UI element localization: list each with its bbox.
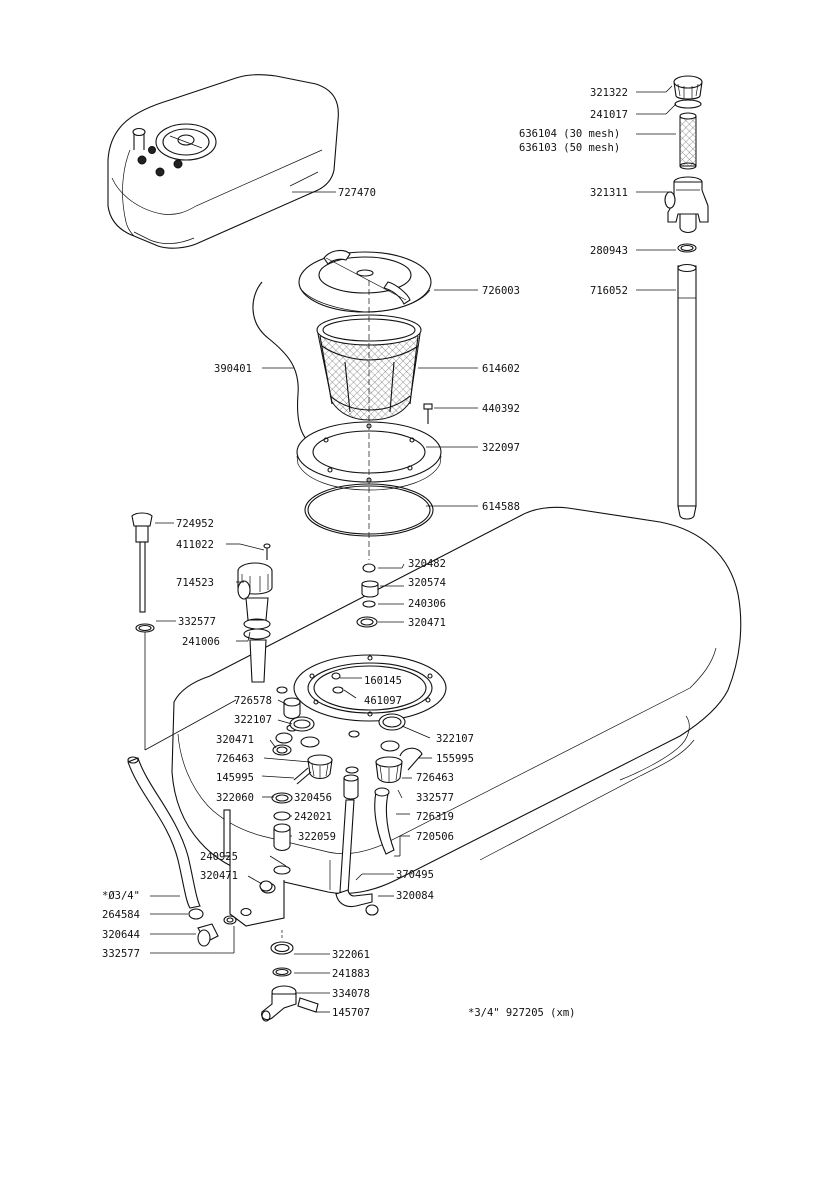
label-240925: 240925 xyxy=(200,851,238,863)
label-720506: 720506 xyxy=(416,831,454,843)
label-hose-diameter: *Ø3/4" xyxy=(102,890,140,902)
dipstick-drawing xyxy=(131,512,237,751)
label-320084: 320084 xyxy=(396,890,434,902)
label-322107-a: 322107 xyxy=(234,714,272,726)
label-332577-c: 332577 xyxy=(102,948,140,960)
label-241006: 241006 xyxy=(182,636,220,648)
label-240306: 240306 xyxy=(408,598,446,610)
part-labels: 727470 726003 390401 614602 440392 32209… xyxy=(102,87,628,1019)
left-port-fittings-drawing xyxy=(223,697,333,892)
filler-neck-drawing xyxy=(237,543,273,683)
label-614602: 614602 xyxy=(482,363,520,375)
label-726319: 726319 xyxy=(416,811,454,823)
label-322061: 322061 xyxy=(332,949,370,961)
footnote: *3/4" 927205 (xm) xyxy=(468,1007,575,1019)
right-port-fittings-drawing xyxy=(335,713,423,916)
label-242021: 242021 xyxy=(294,811,332,823)
label-322060: 322060 xyxy=(216,792,254,804)
lid-drawing xyxy=(298,249,432,313)
tank-overview-drawing xyxy=(107,74,339,249)
label-320471-b: 320471 xyxy=(216,734,254,746)
label-321311: 321311 xyxy=(590,187,628,199)
label-726463-a: 726463 xyxy=(216,753,254,765)
label-724952: 724952 xyxy=(176,518,214,530)
label-264584: 264584 xyxy=(102,909,140,921)
label-320482: 320482 xyxy=(408,558,446,570)
label-390401: 390401 xyxy=(214,363,252,375)
label-636103: 636103 (50 mesh) xyxy=(519,142,620,154)
label-727470: 727470 xyxy=(338,187,376,199)
filter-stack-drawing xyxy=(664,75,709,520)
main-tank-drawing xyxy=(171,506,742,927)
label-334078: 334078 xyxy=(332,988,370,1000)
label-241017: 241017 xyxy=(590,109,628,121)
label-614588: 614588 xyxy=(482,501,520,513)
label-320471-c: 320471 xyxy=(200,870,238,882)
hose-fittings-drawing xyxy=(188,908,237,947)
label-332577-b: 332577 xyxy=(416,792,454,804)
label-322097: 322097 xyxy=(482,442,520,454)
screw-440392-drawing xyxy=(423,403,433,424)
label-320644: 320644 xyxy=(102,929,140,941)
leader-lines xyxy=(150,85,677,1013)
label-322059: 322059 xyxy=(298,831,336,843)
bottom-drain-drawing xyxy=(261,930,319,1022)
suction-hose-drawing xyxy=(127,756,201,909)
label-145707: 145707 xyxy=(332,1007,370,1019)
label-726003: 726003 xyxy=(482,285,520,297)
label-636104: 636104 (30 mesh) xyxy=(519,128,620,140)
label-714523: 714523 xyxy=(176,577,214,589)
label-726463-b: 726463 xyxy=(416,772,454,784)
label-440392: 440392 xyxy=(482,403,520,415)
label-160145: 160145 xyxy=(364,675,402,687)
label-461097: 461097 xyxy=(364,695,402,707)
label-321322: 321322 xyxy=(590,87,628,99)
label-320456: 320456 xyxy=(294,792,332,804)
label-280943: 280943 xyxy=(590,245,628,257)
label-370495: 370495 xyxy=(396,869,434,881)
label-322107-b: 322107 xyxy=(436,733,474,745)
strainer-basket-drawing xyxy=(316,314,422,421)
label-155995: 155995 xyxy=(436,753,474,765)
label-726578: 726578 xyxy=(234,695,272,707)
label-241883: 241883 xyxy=(332,968,370,980)
label-411022: 411022 xyxy=(176,539,214,551)
label-145995: 145995 xyxy=(216,772,254,784)
label-320471-a: 320471 xyxy=(408,617,446,629)
label-320574: 320574 xyxy=(408,577,446,589)
label-716052: 716052 xyxy=(590,285,628,297)
tether-cord xyxy=(252,281,317,447)
manway-fittings-drawing xyxy=(331,563,379,694)
label-332577-a: 332577 xyxy=(178,616,216,628)
